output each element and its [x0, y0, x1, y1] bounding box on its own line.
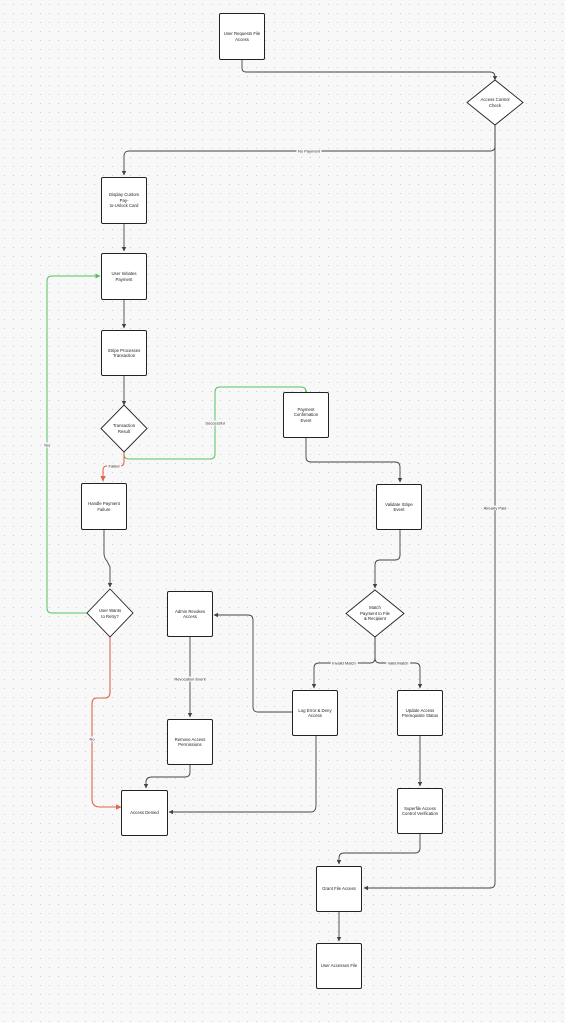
edge-remove-to-denied	[143, 765, 191, 789]
node-access-denied[interactable]: Access Denied	[121, 790, 168, 836]
edge-validate-to-match	[372, 530, 401, 589]
node-stripe-processes-transaction[interactable]: Stripe Processes Transaction	[101, 330, 147, 376]
edge-check-to-grant	[363, 125, 496, 891]
node-user-requests-file-access[interactable]: User Requests File Access	[219, 13, 265, 60]
access-check-diamond	[466, 79, 524, 126]
node-display-pay-to-unlock-card[interactable]: Display Custom Pay- to-Unlock Card	[101, 177, 147, 224]
edge-label-invalid-match: Invalid Match	[330, 660, 358, 666]
label-match-payment[interactable]: Match Payment to File & Recipient	[360, 605, 390, 622]
label-access-control-check[interactable]: Access Control Check	[480, 97, 510, 108]
edge-confirmation-to-validate	[305, 438, 403, 483]
node-user-accesses-file[interactable]: User Accesses File	[316, 943, 362, 989]
edge-label-successful: Successful	[203, 420, 227, 426]
edge-label-revocation-event: Revocation Event	[172, 676, 208, 682]
match-payment-diamond	[345, 589, 405, 638]
label-user-wants-to-retry[interactable]: User Wants to Retry?	[98, 608, 122, 619]
node-superfile-access-control-verification[interactable]: Superfile Access Control Verification	[397, 788, 443, 834]
transaction-result-diamond	[100, 404, 148, 453]
edge-label-already-paid: Already Paid	[482, 505, 508, 511]
node-payment-confirmation-event[interactable]: Payment Confirmation Event	[283, 392, 329, 438]
label-transaction-result[interactable]: Transaction Result	[112, 423, 136, 434]
node-handle-payment-failure[interactable]: Handle Payment Failure	[81, 483, 127, 530]
edge-failure-to-retry	[103, 530, 113, 588]
node-validate-stripe-event[interactable]: Validate Stripe Event	[376, 484, 422, 530]
node-admin-revokes-access[interactable]: Admin Revokes Access	[167, 591, 213, 637]
edge-label-no: No	[87, 736, 97, 742]
edge-retry-to-initiates	[46, 273, 101, 614]
edge-log-to-denied	[168, 736, 317, 815]
edge-retry-to-denied	[91, 637, 122, 810]
edge-label-failed: Failed	[107, 463, 121, 469]
node-user-initiates-payment[interactable]: User Initiates Payment	[101, 253, 147, 300]
edge-request-to-check	[241, 60, 498, 81]
edge-label-valid-match: Valid Match	[386, 660, 410, 666]
edge-label-yes: Yes	[42, 442, 52, 448]
node-update-access-prerequisite-status[interactable]: Update Access Prerequisite Status	[397, 690, 443, 736]
node-grant-file-access[interactable]: Grant File Access	[316, 866, 362, 912]
node-remove-access-permissions[interactable]: Remove Access Permissions	[167, 719, 213, 765]
user-retry-diamond	[86, 588, 134, 638]
edge-verification-to-grant	[336, 834, 421, 865]
node-log-error-deny-access[interactable]: Log Error & Deny Access	[292, 690, 338, 736]
edge-label-no-payment: No Payment	[296, 148, 322, 154]
edge-log-to-admin	[213, 612, 292, 713]
